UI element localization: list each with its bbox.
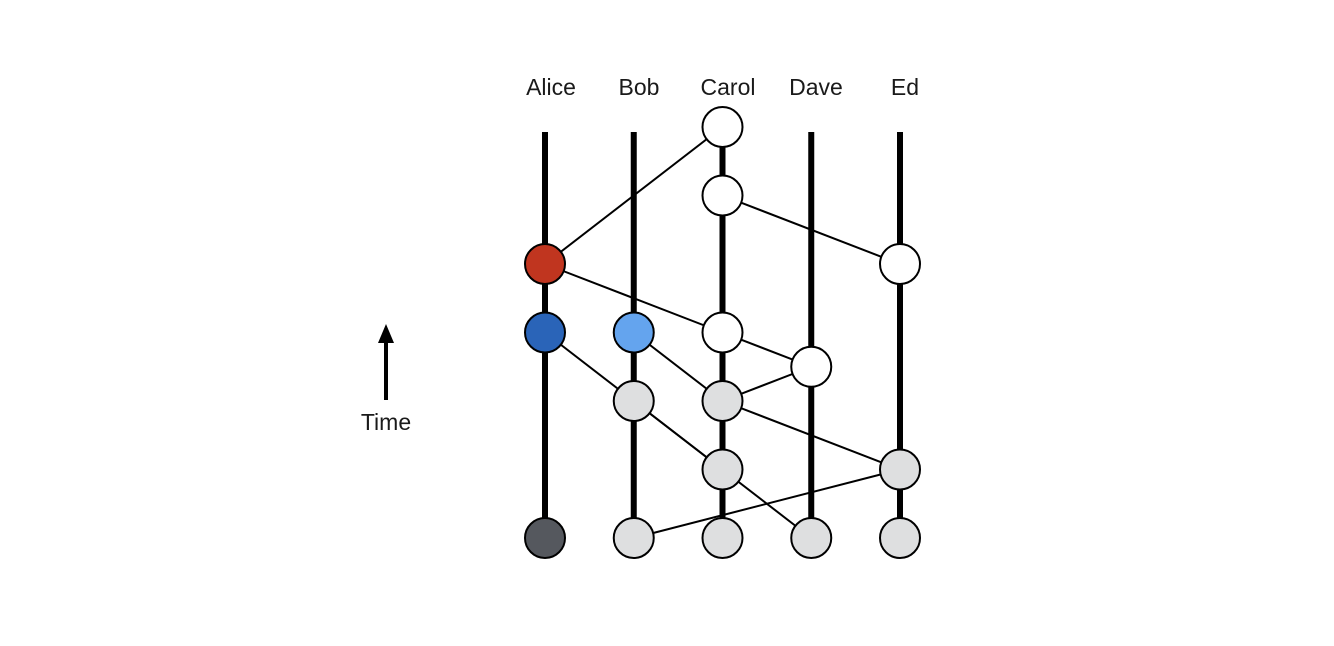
event-node-dave-0 [790, 517, 833, 559]
event-node-bob-2 [612, 380, 655, 422]
event-node-alice-0 [524, 517, 566, 559]
time-arrow [378, 324, 394, 400]
participant-label-dave: Dave [789, 74, 843, 100]
participant-label-ed: Ed [891, 74, 919, 100]
event-node-bob-0 [612, 517, 655, 559]
event-node-dave-3 [790, 345, 833, 388]
event-node-ed-1 [879, 448, 921, 491]
edge-carol_3-to-alice_4 [544, 263, 723, 334]
edge-carol_6-to-alice_4 [544, 126, 724, 265]
event-node-carol-1 [701, 448, 744, 491]
event-node-ed-4 [879, 243, 921, 285]
event-node-alice-3 [524, 311, 566, 354]
participant-label-bob: Bob [619, 74, 660, 100]
participant-label-alice: Alice [526, 74, 576, 100]
event-node-carol-3 [701, 311, 744, 354]
event-node-carol-6 [701, 106, 744, 148]
event-node-carol-2 [701, 380, 744, 422]
arrow-up-icon [378, 324, 394, 343]
event-node-carol-0 [701, 517, 744, 559]
event-node-ed-0 [879, 517, 921, 559]
time-label: Time [361, 409, 411, 435]
event-node-bob-3 [612, 311, 655, 354]
edge-ed_4-to-carol_5 [722, 194, 901, 265]
event-nodes [524, 106, 921, 559]
event-node-carol-5 [701, 174, 744, 217]
event-node-alice-4 [524, 243, 566, 285]
participant-label-carol: Carol [701, 74, 756, 100]
